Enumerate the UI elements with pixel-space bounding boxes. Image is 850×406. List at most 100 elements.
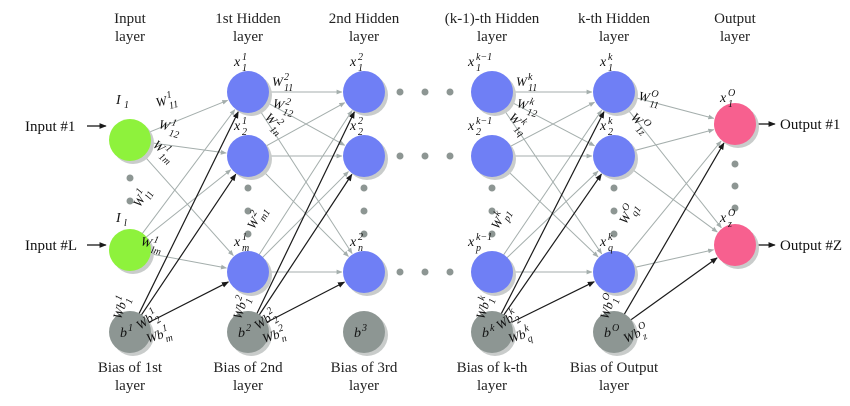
bias-node xyxy=(471,311,513,353)
layer-title: 1st Hidden xyxy=(215,11,281,27)
bias-weight-label: WbO1 xyxy=(595,292,624,323)
label-base: W xyxy=(139,233,154,250)
label-sub: m1 xyxy=(257,208,273,224)
label-sub: q xyxy=(526,333,534,345)
weight-edge xyxy=(264,102,346,148)
ellipsis-dot xyxy=(421,88,429,96)
label-sup: k xyxy=(608,116,613,127)
layer-title: layer xyxy=(233,29,263,45)
hidden-node xyxy=(227,251,269,293)
bias-weight-label: WbOz xyxy=(620,320,652,351)
weight-label: Wk12 xyxy=(514,93,541,120)
label-sup: 2 xyxy=(233,294,245,302)
bias-edge xyxy=(502,173,602,317)
label-sup: 1 xyxy=(163,143,174,155)
layer-title: layer xyxy=(349,29,379,45)
label-base: x xyxy=(467,119,475,134)
label-sub: z xyxy=(727,219,732,230)
bias-node xyxy=(593,311,635,353)
label-sub: 2 xyxy=(513,314,523,326)
bias-edges xyxy=(137,110,725,325)
ellipsis-dot xyxy=(360,207,368,215)
weight-label: W21n xyxy=(258,108,289,139)
label-base: x xyxy=(233,55,241,70)
label-sub: 1 xyxy=(244,297,256,305)
label-sub: 1 xyxy=(611,297,623,305)
label-sub: 11 xyxy=(528,83,537,94)
bias-edge xyxy=(255,111,355,316)
label-sub: lm xyxy=(150,245,162,258)
bias-edge xyxy=(264,281,346,324)
weight-edge xyxy=(632,96,715,120)
label-base: Wb xyxy=(621,325,643,346)
weight-edge xyxy=(502,107,603,255)
layer-title: layer xyxy=(115,29,145,45)
label-sub: 11 xyxy=(648,99,659,111)
label-base: x xyxy=(599,55,607,70)
bias-node xyxy=(109,311,151,353)
hidden-node xyxy=(593,71,635,113)
bias-caption: Bias of 1st xyxy=(98,360,163,376)
label-sup: 2 xyxy=(275,117,286,128)
label-sup: k xyxy=(608,232,613,243)
bias-edge xyxy=(137,111,239,316)
bias-node-label: bO xyxy=(604,323,619,341)
label-sup: 1 xyxy=(134,186,146,196)
label-sup: 1 xyxy=(242,232,247,243)
label-sup: O xyxy=(620,201,633,213)
label-sup: k xyxy=(476,294,488,302)
label-base: x xyxy=(599,235,607,250)
output-label: Output #Z xyxy=(780,238,842,254)
bias-caption: layer xyxy=(349,378,379,394)
bias-edge xyxy=(500,110,605,316)
label-sup: 1 xyxy=(242,52,247,63)
label-sup: 2 xyxy=(284,72,289,83)
label-sub: 12 xyxy=(168,128,180,141)
bias-weight-label: Wb21 xyxy=(228,294,256,323)
input-node xyxy=(109,119,151,161)
ellipsis-dot xyxy=(610,207,618,215)
label-sub: 2 xyxy=(153,314,163,326)
label-base: x xyxy=(233,119,241,134)
bias-caption: Bias of k-th xyxy=(457,360,528,376)
label-sub: 1 xyxy=(487,297,499,305)
label-sup: O xyxy=(650,88,659,100)
label-sub: p xyxy=(475,243,481,254)
label-base: I xyxy=(115,211,122,226)
label-sup: 3 xyxy=(361,323,367,334)
label-sup: k xyxy=(528,96,536,108)
ellipsis-dot xyxy=(731,182,739,190)
nodes xyxy=(109,71,759,356)
input-node xyxy=(109,229,151,271)
label-base: Wb xyxy=(473,299,493,321)
label-base: x xyxy=(349,119,357,134)
label-sup: 1 xyxy=(170,117,178,129)
bias-caption: layer xyxy=(599,378,629,394)
layer-title: layer xyxy=(599,29,629,45)
weight-edge xyxy=(502,109,603,257)
label-sub: 1 xyxy=(242,63,247,74)
weight-label: WO1z xyxy=(624,108,654,138)
label-base: W xyxy=(271,95,286,112)
label-sup: 2 xyxy=(358,52,363,63)
layer-title: layer xyxy=(477,29,507,45)
label-base: x xyxy=(599,119,607,134)
label-sup: 1 xyxy=(128,323,133,334)
layer-title: Input xyxy=(114,11,146,27)
label-base: Wb xyxy=(260,326,282,346)
label-sub: q1 xyxy=(629,204,644,218)
hidden-node xyxy=(343,71,385,113)
